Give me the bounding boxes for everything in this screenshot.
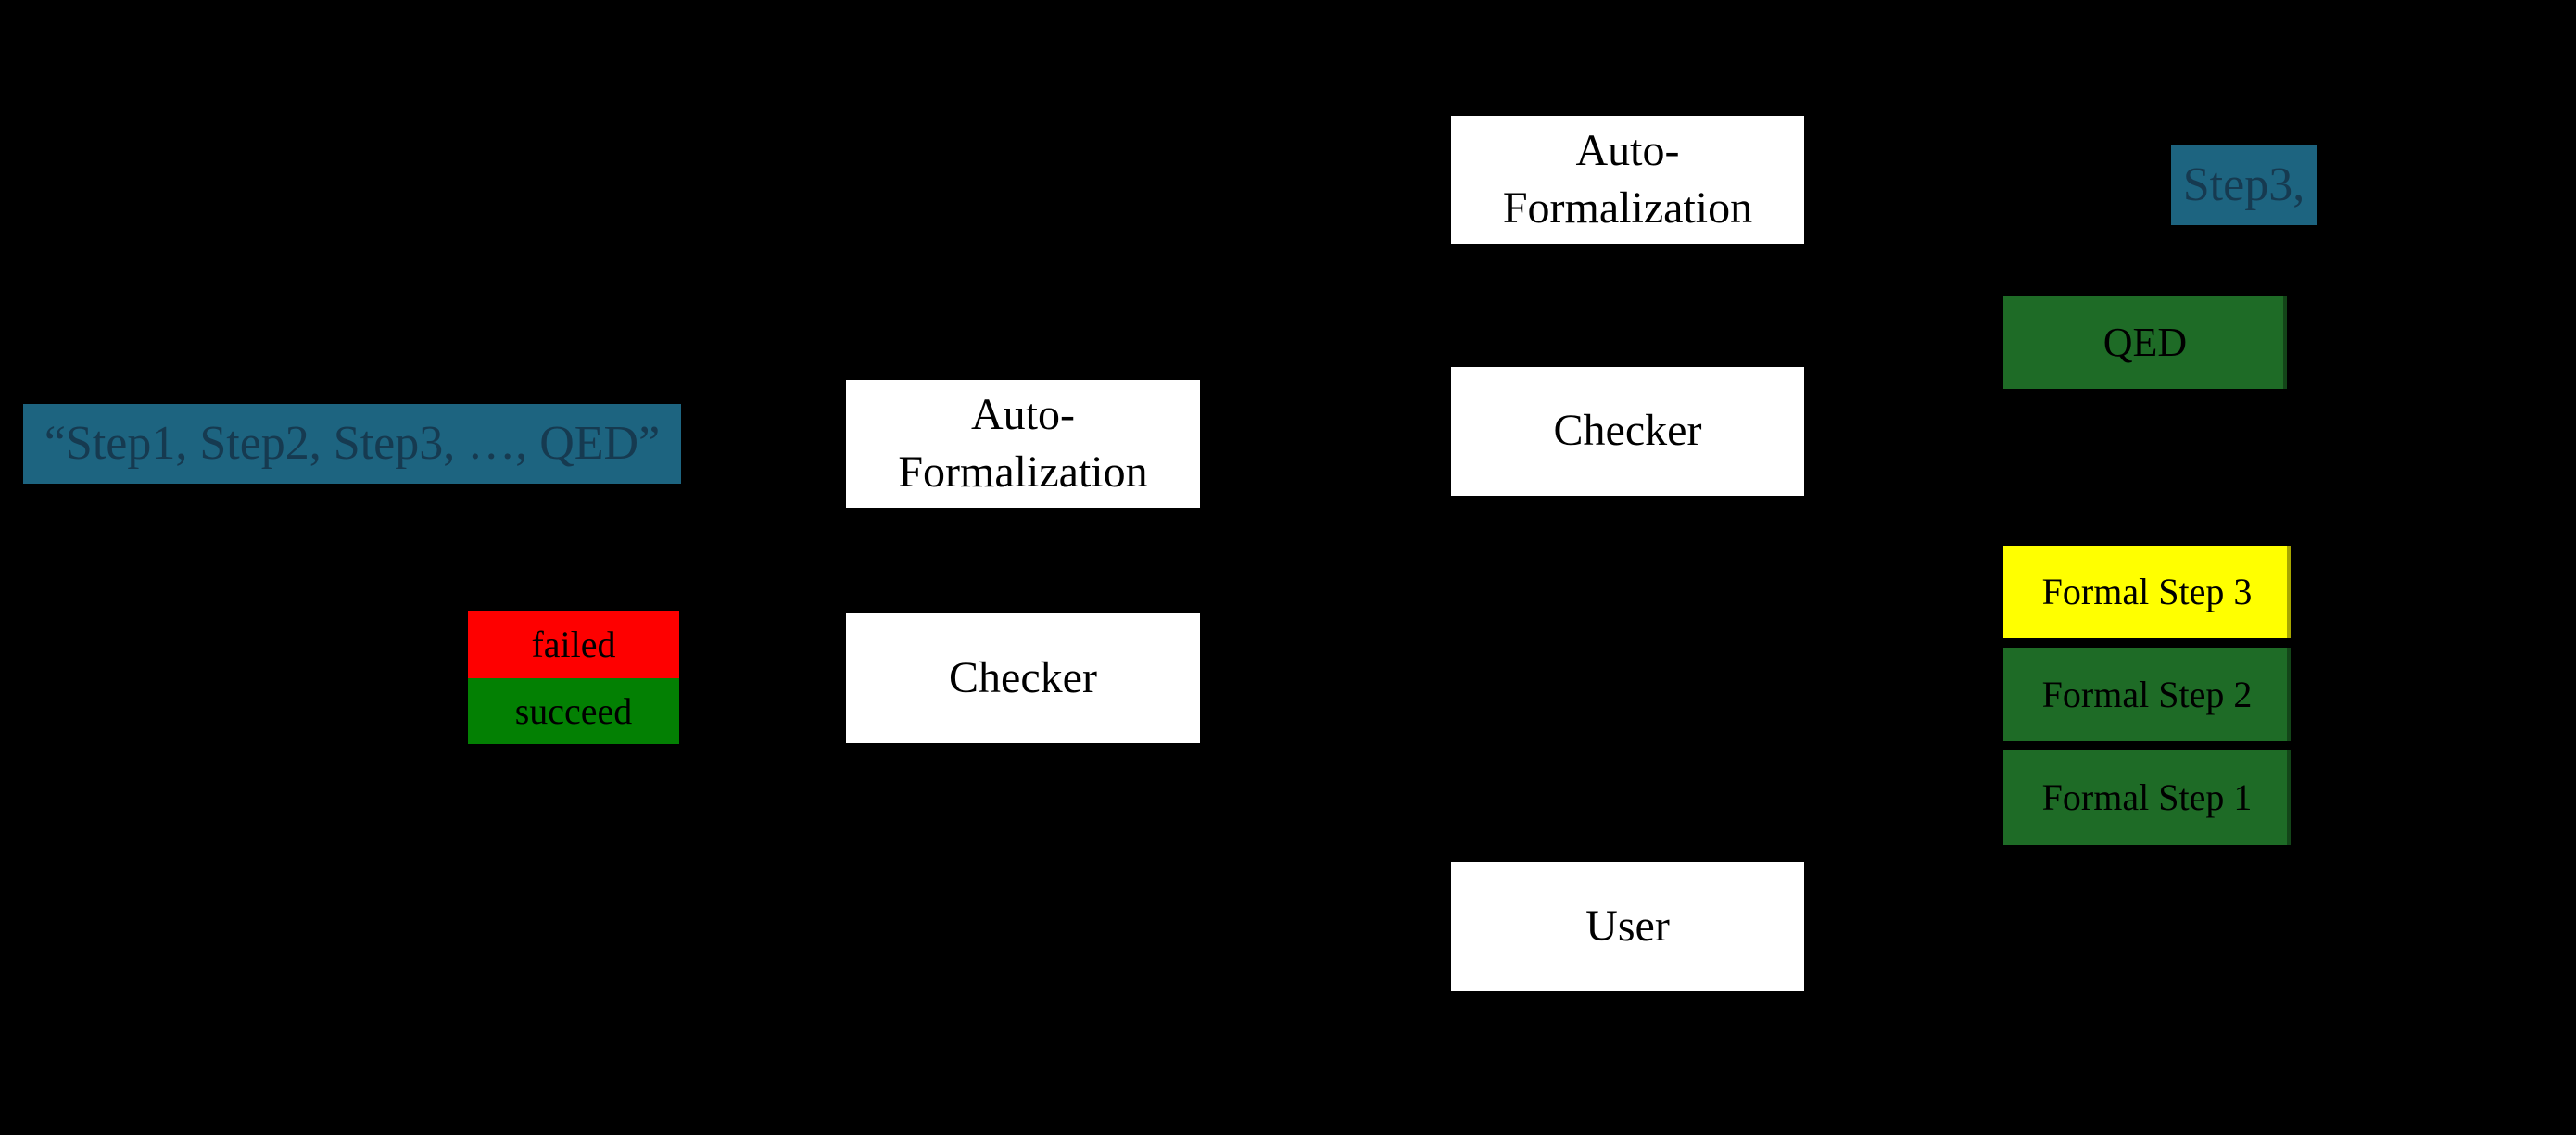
checker-box-2: Checker — [1451, 367, 1804, 496]
step3-fragment-box: Step3, — [2171, 145, 2317, 225]
formal-step-3-label: Formal Step 3 — [2041, 571, 2253, 612]
step3-fragment-label: Step3, — [2182, 158, 2305, 211]
auto-formalization-label-1: Auto- Formalization — [898, 389, 1148, 497]
qed-box: QED — [2003, 296, 2287, 389]
user-box: User — [1451, 862, 1804, 991]
auto-formalization-box-1: Auto- Formalization — [846, 380, 1200, 508]
formal-step-2-box: Formal Step 2 — [2003, 648, 2291, 741]
auto-formalization-box-2: Auto- Formalization — [1451, 116, 1804, 244]
qed-label: QED — [2102, 319, 2188, 365]
succeed-label: succeed — [514, 689, 633, 732]
informal-proof-box: “Step1, Step2, Step3, …, QED” — [23, 404, 681, 484]
formal-step-1-label: Formal Step 1 — [2041, 776, 2253, 818]
informal-proof-text: “Step1, Step2, Step3, …, QED” — [44, 417, 661, 471]
checker-label-2: Checker — [1553, 406, 1702, 456]
failed-label: failed — [531, 623, 616, 665]
formal-step-2-label: Formal Step 2 — [2041, 673, 2253, 715]
checker-label-1: Checker — [949, 652, 1097, 702]
formal-step-3-box: Formal Step 3 — [2003, 546, 2291, 638]
user-label: User — [1585, 901, 1670, 951]
failed-badge: failed — [468, 611, 679, 678]
auto-formalization-label-2: Auto- Formalization — [1502, 125, 1753, 233]
checker-box-1: Checker — [846, 613, 1200, 743]
formal-step-1-box: Formal Step 1 — [2003, 750, 2291, 845]
succeed-badge: succeed — [468, 678, 679, 744]
